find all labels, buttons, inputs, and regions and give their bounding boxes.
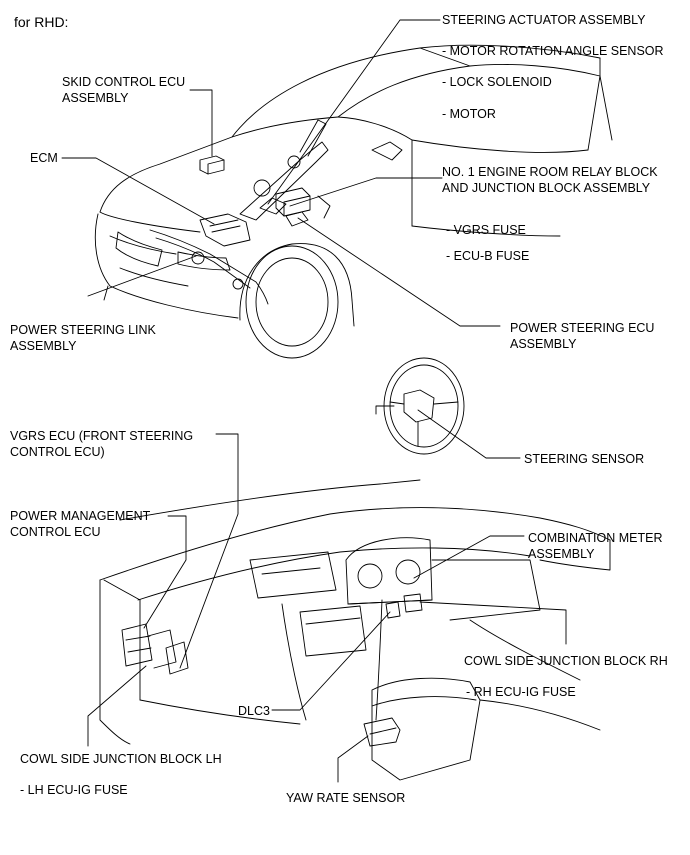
label-ecm: ECM <box>30 151 58 165</box>
label-lock-solenoid: - LOCK SOLENOID <box>442 75 552 89</box>
label-ecu-b-fuse: - ECU-B FUSE <box>446 249 530 263</box>
label-rh-fuse: - RH ECU-IG FUSE <box>466 685 576 699</box>
page-title: for RHD: <box>14 14 69 30</box>
engine-components <box>149 119 331 305</box>
label-vgrs-fuse: - VGRS FUSE <box>446 223 526 237</box>
car-front-illustration <box>94 44 613 359</box>
label-lh-fuse: - LH ECU-IG FUSE <box>20 783 128 797</box>
label-motor: - MOTOR <box>442 107 496 121</box>
label-steering-sensor: STEERING SENSOR <box>524 452 645 466</box>
label-ps-ecu-line1: POWER STEERING ECU <box>510 321 655 335</box>
label-yaw-rate: YAW RATE SENSOR <box>286 791 406 805</box>
label-motor-rotation-sensor: - MOTOR ROTATION ANGLE SENSOR <box>442 44 664 58</box>
label-dlc3: DLC3 <box>238 704 270 718</box>
label-cowl-rh: COWL SIDE JUNCTION BLOCK RH <box>464 654 668 668</box>
label-skid-control-ecu-line2: ASSEMBLY <box>62 91 129 105</box>
steering-wheel-illustration <box>375 357 465 455</box>
label-combo-meter-line1: COMBINATION METER <box>528 531 663 545</box>
label-skid-control-ecu-line1: SKID CONTROL ECU <box>62 75 186 89</box>
label-cowl-lh: COWL SIDE JUNCTION BLOCK LH <box>20 752 222 766</box>
label-vgrs-ecu-line1: VGRS ECU (FRONT STEERING <box>10 429 194 443</box>
label-steering-actuator: STEERING ACTUATOR ASSEMBLY <box>442 13 646 27</box>
label-ps-ecu-line2: ASSEMBLY <box>510 337 577 351</box>
label-ps-link-line2: ASSEMBLY <box>10 339 77 353</box>
label-combo-meter-line2: ASSEMBLY <box>528 547 595 561</box>
label-pm-ecu-line1: POWER MANAGEMENT <box>10 509 151 523</box>
label-relay-block-line2: AND JUNCTION BLOCK ASSEMBLY <box>442 181 651 195</box>
leader-lines <box>61 19 567 783</box>
label-vgrs-ecu-line2: CONTROL ECU) <box>10 445 105 459</box>
label-ps-link-line1: POWER STEERING LINK <box>10 323 156 337</box>
dashboard-illustration <box>99 479 611 781</box>
label-relay-block-line1: NO. 1 ENGINE ROOM RELAY BLOCK <box>442 165 658 179</box>
label-pm-ecu-line2: CONTROL ECU <box>10 525 101 539</box>
